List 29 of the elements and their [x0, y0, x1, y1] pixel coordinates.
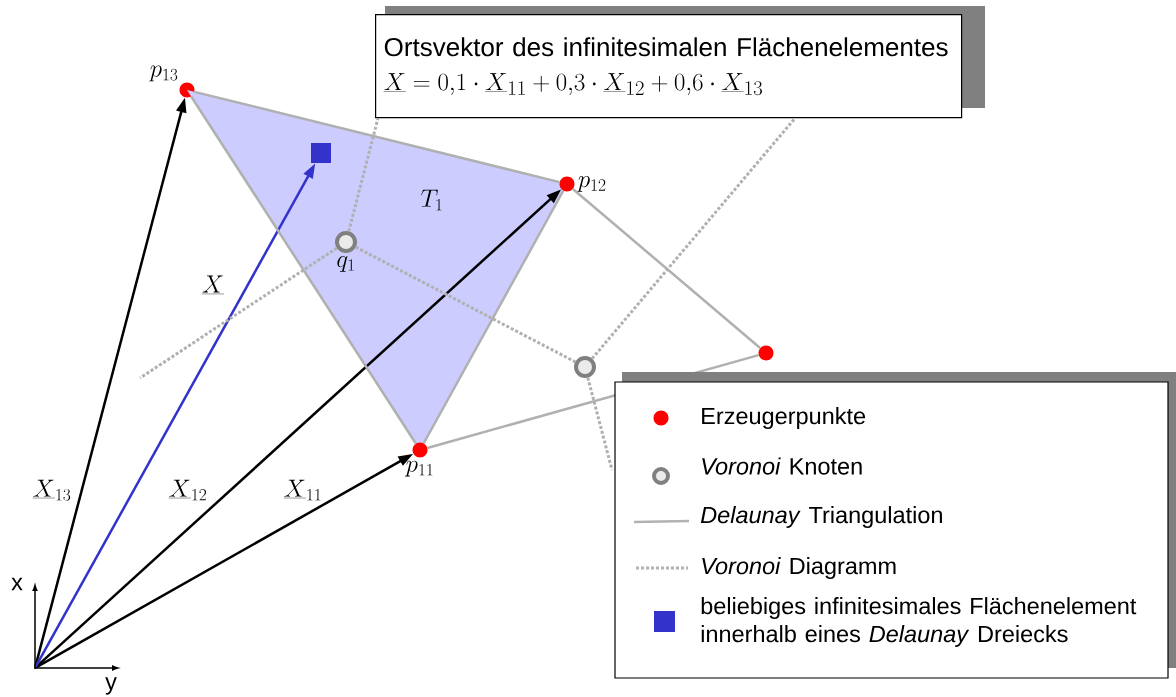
voronoi-line [139, 246, 338, 380]
legend-label: Voronoi Diagramm [702, 557, 896, 579]
legend-label: Delaunay Triangulation [700, 506, 942, 528]
edge-label: $\underline{X}_{12}$ [167, 478, 209, 502]
voronoi-line [586, 377, 614, 471]
triangulation-line [422, 190, 565, 444]
edge-label: $\underline{X}_{13}$ [31, 478, 73, 502]
edge-label: $\underline{X}_{11}$ [282, 478, 324, 502]
legend-label: beliebiges infinitesimales Flächenelement innerhalb eines Delaunay Dreiecks [701, 597, 1137, 647]
legend-label: Voronoi Knoten [702, 457, 862, 475]
node-label: $p_{11}$ [404, 460, 433, 477]
edge-label: $\underline{X}$ [200, 274, 226, 296]
voronoi-node: $q_1$ [335, 231, 357, 272]
voronoi-line [347, 117, 380, 232]
triangulation-line [572, 188, 761, 349]
axis-label: x [11, 577, 23, 591]
area-element [311, 143, 331, 163]
legend-label: Erzeugerpunkte [702, 407, 866, 429]
generator-point [758, 345, 774, 361]
voronoi-node [574, 356, 596, 378]
node-label: $p_{12}$ [577, 175, 606, 192]
triangulation-line [194, 90, 560, 184]
info-box: Ortsvektor des infinitesimalen Flächenelementes $\underline{X}=0{,}1\cdot\underline{X}_{11}+0{,}3\cdot\underline{X}_{12}+0{,}6\cdot\underline{X}_{13}$ [375, 6, 985, 119]
node-label: $p_{13}$ [149, 65, 178, 82]
voronoi-line [590, 117, 797, 360]
axis-label: y [105, 677, 117, 695]
triangulation-line [190, 95, 417, 445]
voronoi-line [355, 245, 576, 364]
node-label: $q_1$ [337, 255, 354, 272]
